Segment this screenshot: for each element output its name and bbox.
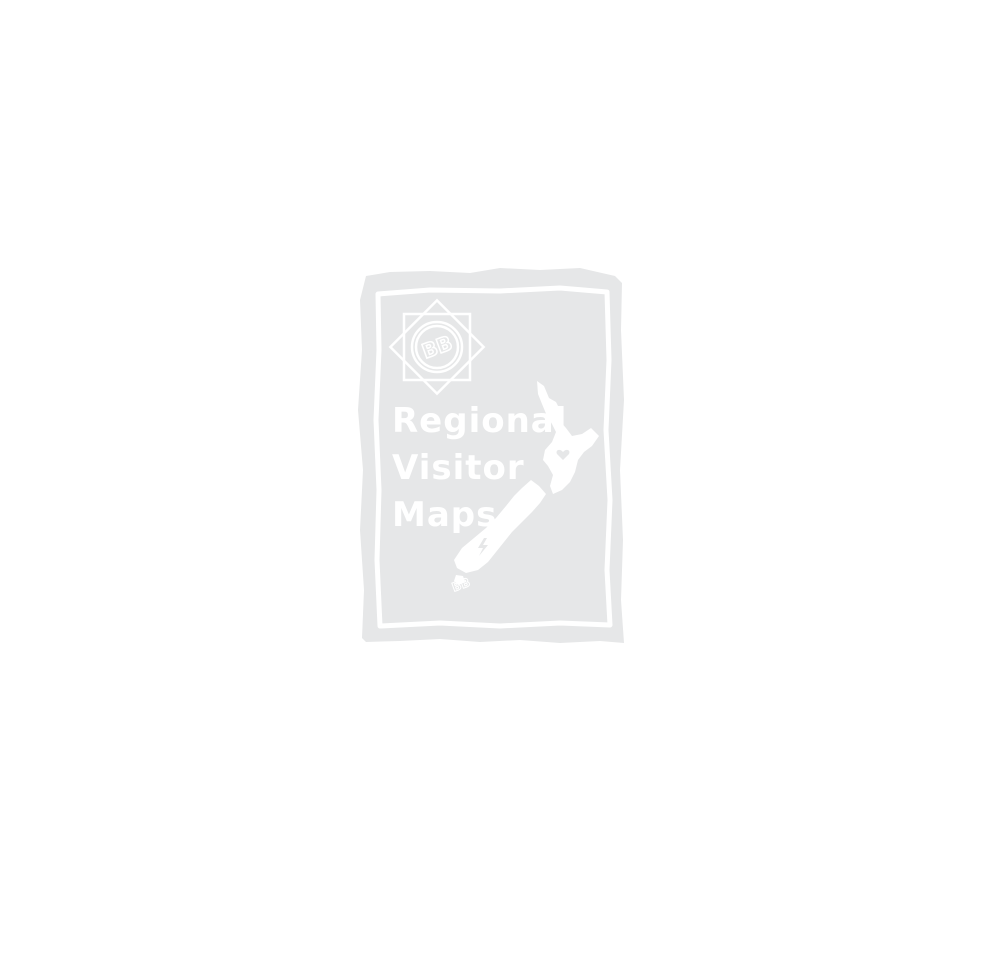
lightning-marker-icon	[478, 538, 488, 556]
north-island-shape	[537, 381, 599, 494]
heart-marker-icon	[556, 449, 570, 460]
stewart-island-shape	[454, 575, 465, 585]
compass-star-emblem	[388, 298, 486, 396]
small-monogram: BB	[450, 575, 472, 594]
new-zealand-map-icon	[454, 381, 599, 585]
south-island-shape	[454, 480, 546, 573]
badge-background	[358, 268, 624, 643]
title-line-maps: Maps	[392, 495, 497, 535]
title-line-visitor: Visitor	[392, 448, 525, 488]
title-line-regional: Regional	[392, 401, 567, 441]
badge-inner-border	[373, 285, 613, 629]
